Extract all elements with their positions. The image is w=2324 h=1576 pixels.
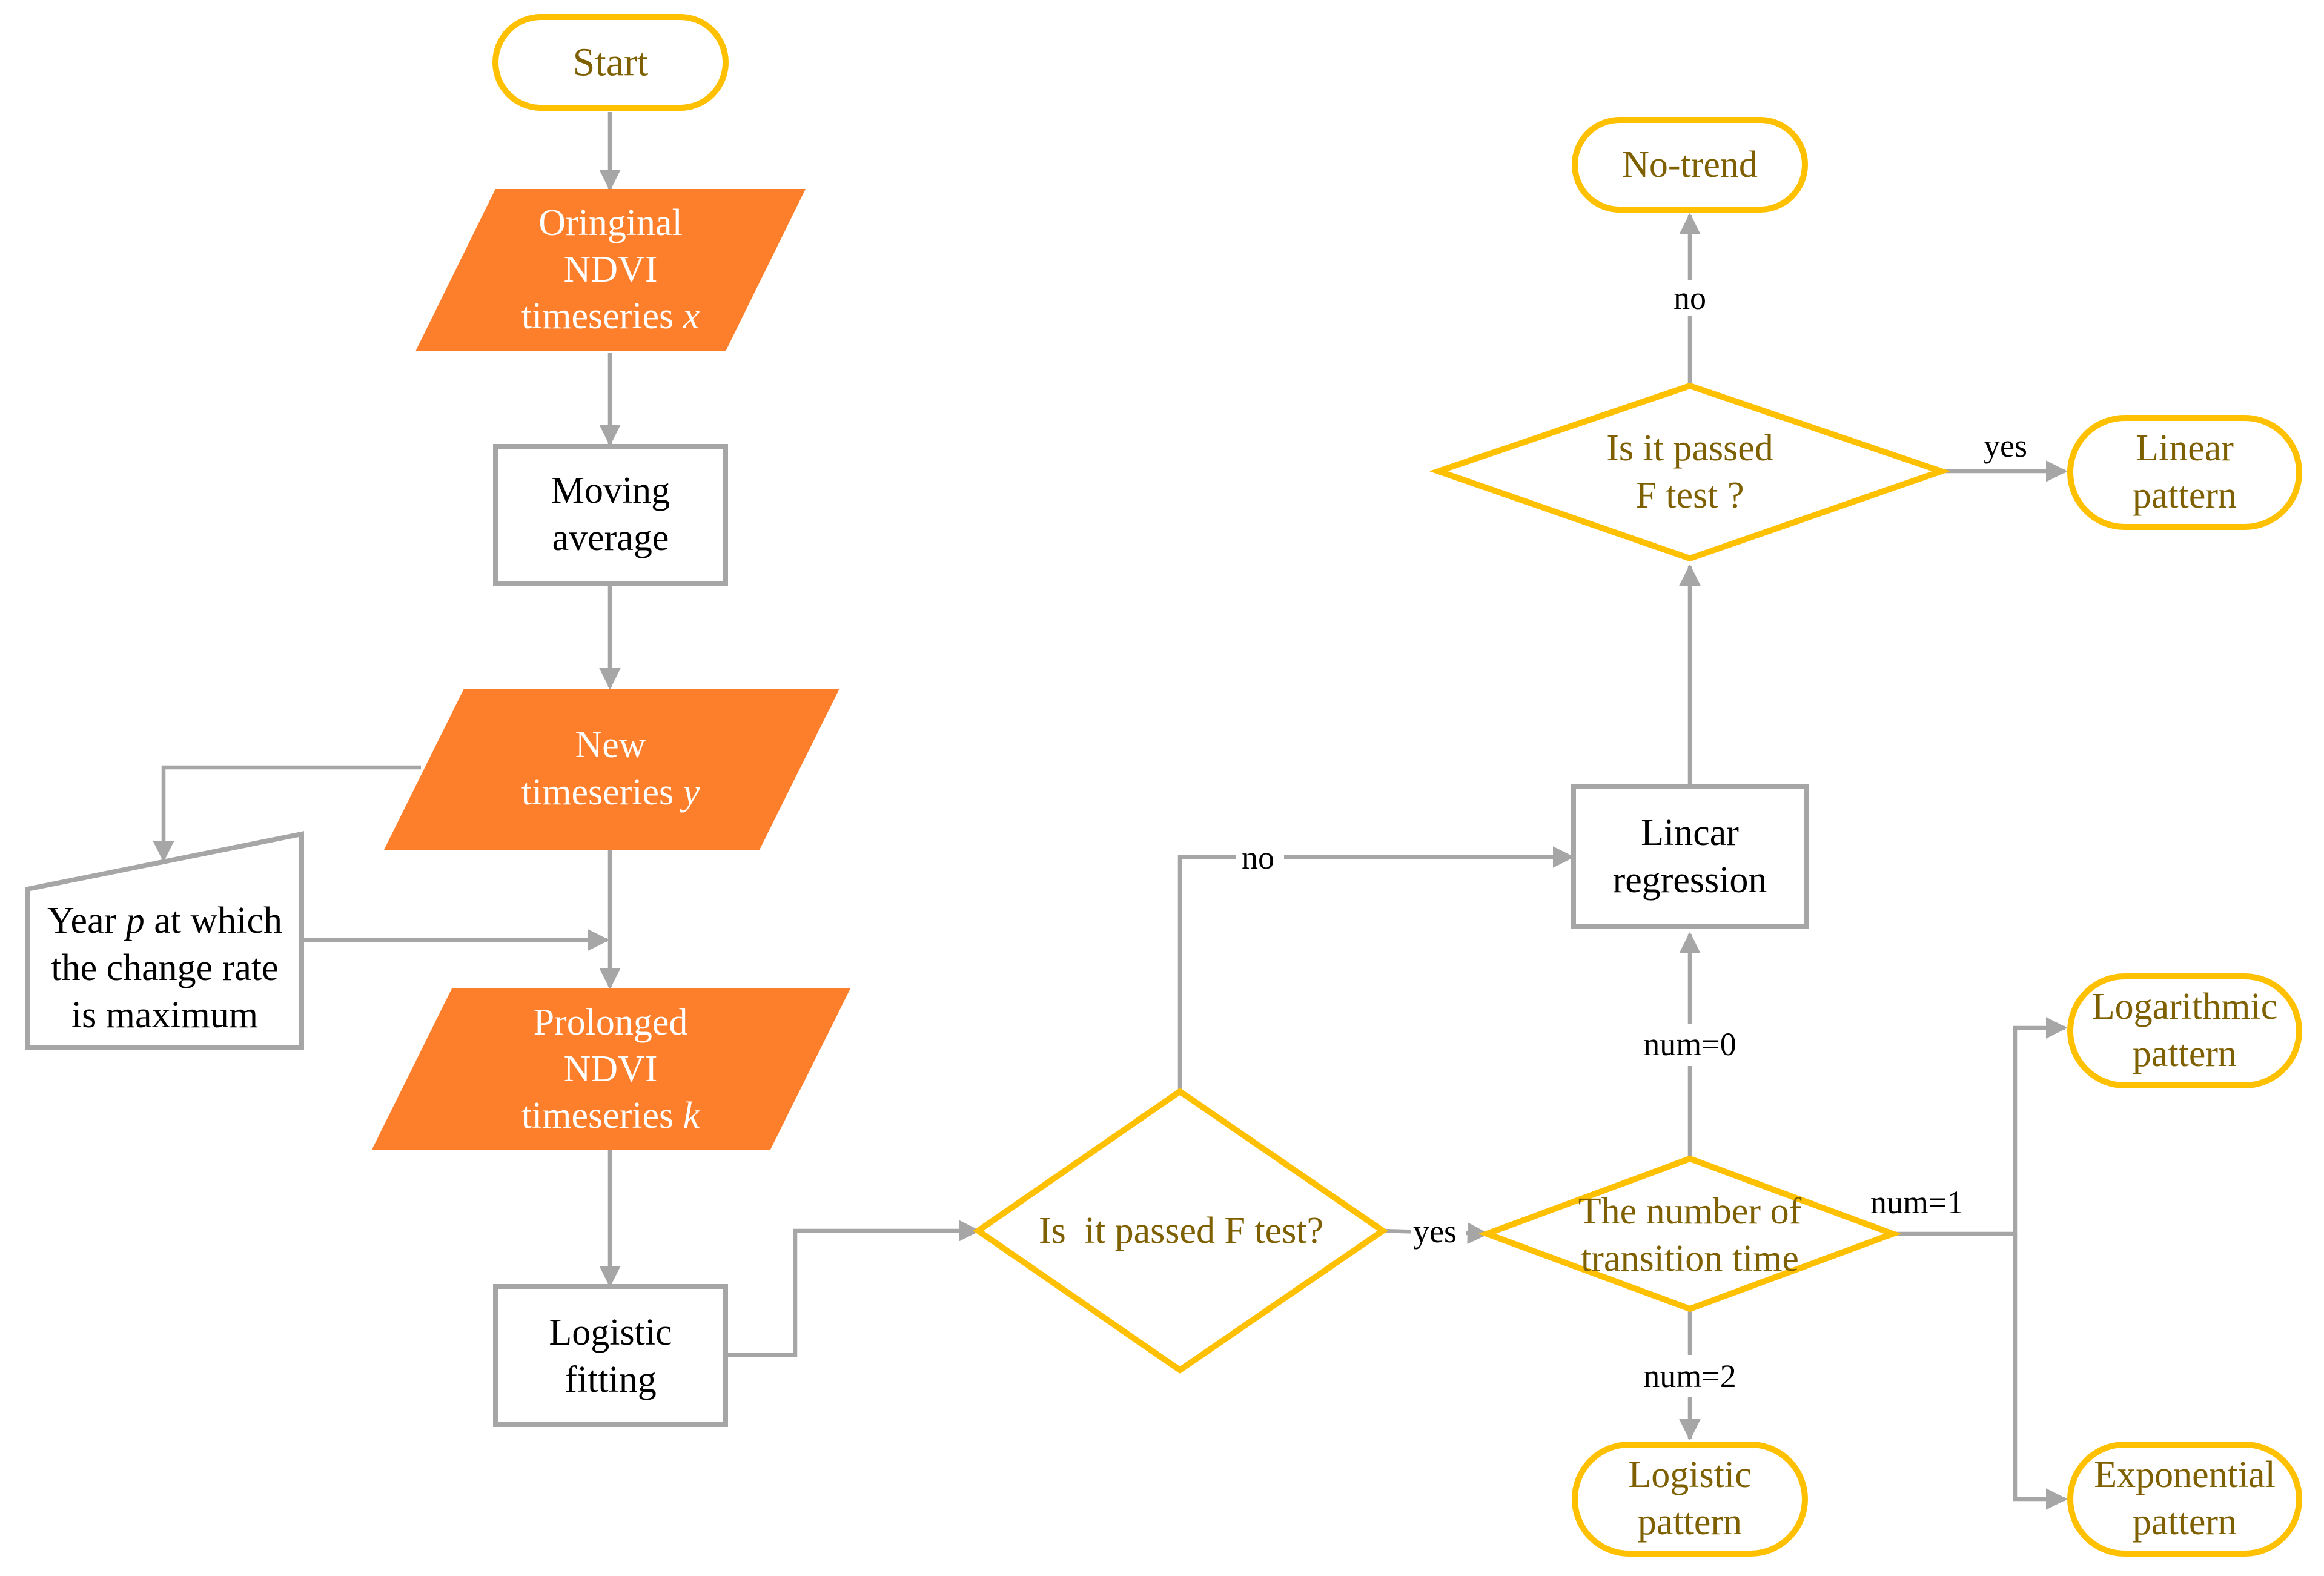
arrow-transition-num1-to-exponential [2013,1234,2068,1510]
prolonged-ndvi-line-1: Prolonged [534,1002,688,1043]
edge-label-num2: num=2 [1643,1358,1736,1394]
linear-pattern-line-1: Linear [2136,428,2234,469]
linear-regression-node: Lincar regression [1571,784,1809,929]
logistic-pattern-line-1: Logistic [1628,1454,1751,1495]
start-label: Start [573,41,649,85]
transition-count-line-1: The number of [1578,1191,1802,1232]
exponential-pattern-line-1: Exponential [2094,1454,2276,1495]
f-test-2-line-1: Is it passed [1606,428,1773,469]
edge-label-f2-yes: yes [1984,428,2027,464]
moving-average-line-2: average [552,517,669,558]
edge-labels: no yes num=0 num=1 num=2 no yes [1236,280,2027,1397]
arrow-new-to-year-p [153,765,421,862]
year-p-line-2: the change rate [51,947,278,988]
edge-label-f1-yes: yes [1413,1213,1457,1250]
logarithmic-pattern-line-2: pattern [2133,1033,2237,1074]
arrow-transition-num1-to-logarithmic [1893,1017,2068,1236]
prolonged-ndvi-line-3: timeseries k [521,1095,701,1136]
prolonged-ndvi-node: Prolonged NDVI timeseries k [372,988,850,1150]
arrow-f-test-1-no-to-linear-regression [1177,846,1575,1090]
original-ndvi-line-1: Oringinal [538,202,683,243]
exponential-pattern-terminal: Exponential pattern [2067,1442,2302,1557]
f-test-2-line-2: F test ? [1635,475,1744,516]
logarithmic-pattern-terminal: Logarithmic pattern [2067,973,2302,1088]
no-trend-label: No-trend [1622,144,1758,185]
transition-count-decision: The number of transition time [1478,1155,1902,1313]
f-test-2-decision: Is it passed F test ? [1429,382,1951,562]
year-p-node: Year p at which the change rate is maxim… [25,831,304,1050]
original-ndvi-node: Oringinal NDVI timeseries x [415,189,806,351]
logistic-fitting-line-2: fitting [564,1359,657,1400]
no-trend-terminal: No-trend [1572,117,1808,213]
edge-label-num0: num=0 [1643,1026,1736,1062]
year-p-line-3: is maximum [71,995,258,1036]
moving-average-node: Moving average [493,444,728,586]
new-timeseries-line-1: New [575,724,646,766]
linear-pattern-terminal: Linear pattern [2067,415,2302,530]
logarithmic-pattern-line-1: Logarithmic [2092,986,2277,1027]
start-node: Start [492,14,729,111]
year-p-line-1: Year p at which [47,900,282,941]
arrow-logistic-fitting-to-f-test-1 [727,1220,981,1357]
original-ndvi-line-3: timeseries x [521,296,700,337]
logistic-fitting-node: Logistic fitting [493,1284,728,1427]
logistic-pattern-terminal: Logistic pattern [1572,1442,1808,1557]
linear-regression-line-2: regression [1613,859,1767,901]
new-timeseries-line-2: timeseries y [521,772,700,813]
original-ndvi-line-2: NDVI [564,249,658,290]
logistic-fitting-line-1: Logistic [549,1312,672,1353]
logistic-pattern-line-2: pattern [1638,1502,1742,1543]
linear-regression-line-1: Lincar [1641,812,1739,853]
edge-label-f1-no: no [1242,839,1274,876]
edge-label-f2-no: no [1673,280,1706,316]
transition-count-line-2: transition time [1581,1238,1799,1279]
f-test-1-label: Is it passed F test? [1039,1210,1323,1251]
new-timeseries-node: New timeseries y [384,689,839,850]
exponential-pattern-line-2: pattern [2133,1502,2237,1543]
f-test-1-decision: Is it passed F test? [973,1087,1388,1374]
linear-pattern-line-2: pattern [2133,475,2237,516]
prolonged-ndvi-line-2: NDVI [564,1048,658,1090]
moving-average-line-1: Moving [551,470,670,511]
edge-label-num1: num=1 [1870,1184,1963,1220]
